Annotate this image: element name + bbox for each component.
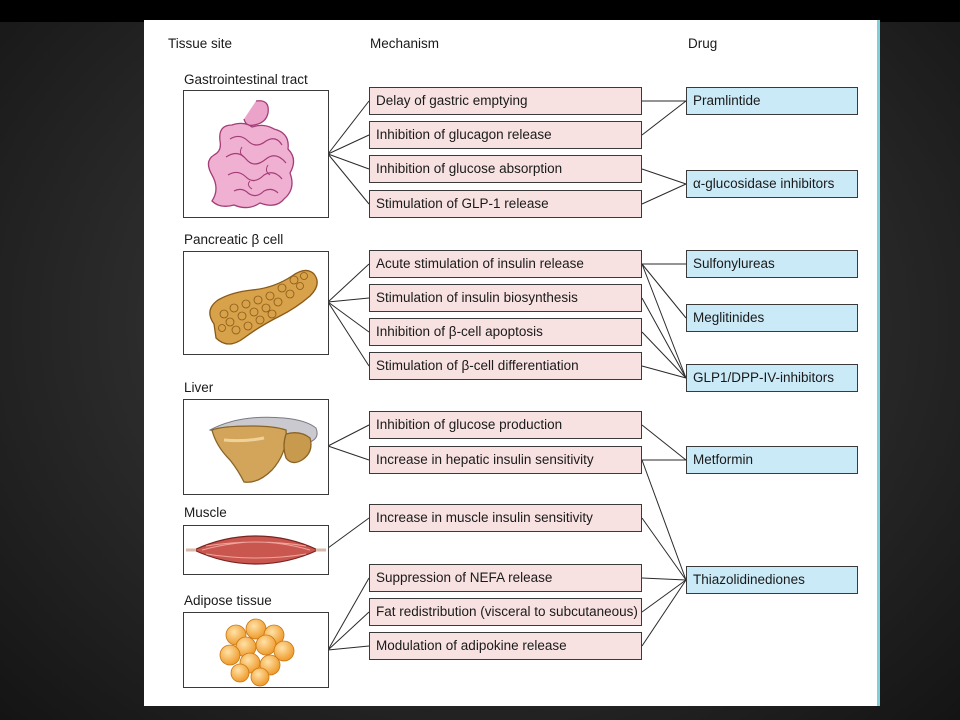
tissue-label-muscle: Muscle bbox=[184, 505, 227, 520]
tissue-label-pancreas: Pancreatic β cell bbox=[184, 232, 284, 247]
tissue-label-adipose: Adipose tissue bbox=[184, 593, 272, 608]
pancreas-icon bbox=[209, 269, 318, 345]
tissue-box-muscle bbox=[183, 525, 329, 575]
tissue-box-pancreas bbox=[183, 251, 329, 355]
liver-icon bbox=[208, 416, 318, 483]
mechanism-box: Increase in hepatic insulin sensitivity bbox=[369, 446, 642, 474]
tissue-box-liver bbox=[183, 399, 329, 495]
tissue-label-liver: Liver bbox=[184, 380, 214, 395]
drug-box-meglitinides: Meglitinides bbox=[686, 304, 858, 332]
drug-box-metformin: Metformin bbox=[686, 446, 858, 474]
mechanism-box: Inhibition of β-cell apoptosis bbox=[369, 318, 642, 346]
mechanism-box: Increase in muscle insulin sensitivity bbox=[369, 504, 642, 532]
top-black-bar bbox=[0, 0, 960, 22]
mechanism-box: Inhibition of glucagon release bbox=[369, 121, 642, 149]
drug-box-sulfonylureas: Sulfonylureas bbox=[686, 250, 858, 278]
drug-box-glp1-dpp4: GLP1/DPP-IV-inhibitors bbox=[686, 364, 858, 392]
drug-box-pramlintide: Pramlintide bbox=[686, 87, 858, 115]
mechanism-box: Stimulation of insulin biosynthesis bbox=[369, 284, 642, 312]
header-mechanism: Mechanism bbox=[370, 36, 440, 51]
mechanism-box: Delay of gastric emptying bbox=[369, 87, 642, 115]
panel-edge-accent bbox=[877, 20, 880, 706]
mechanism-box: Fat redistribution (visceral to subcutan… bbox=[369, 598, 642, 626]
tissue-box-adipose bbox=[183, 612, 329, 688]
tissue-box-gi-tract bbox=[183, 90, 329, 218]
drug-box-thiazolidinediones: Thiazolidinediones bbox=[686, 566, 858, 594]
mechanism-box: Inhibition of glucose absorption bbox=[369, 155, 642, 183]
mechanism-box: Acute stimulation of insulin release bbox=[369, 250, 642, 278]
tissue-label-gi-tract: Gastrointestinal tract bbox=[184, 72, 308, 87]
mechanism-box: Suppression of NEFA release bbox=[369, 564, 642, 592]
header-drug: Drug bbox=[688, 36, 718, 51]
intestine-icon bbox=[207, 100, 295, 209]
adipose-icon bbox=[219, 618, 295, 687]
mechanism-box: Modulation of adipokine release bbox=[369, 632, 642, 660]
muscle-icon bbox=[186, 535, 326, 565]
header-tissue-site: Tissue site bbox=[168, 36, 233, 51]
mechanism-box: Stimulation of GLP-1 release bbox=[369, 190, 642, 218]
mechanism-box: Stimulation of β-cell differentiation bbox=[369, 352, 642, 380]
mechanism-box: Inhibition of glucose production bbox=[369, 411, 642, 439]
drug-box-alpha-glucosidase: α-glucosidase inhibitors bbox=[686, 170, 858, 198]
